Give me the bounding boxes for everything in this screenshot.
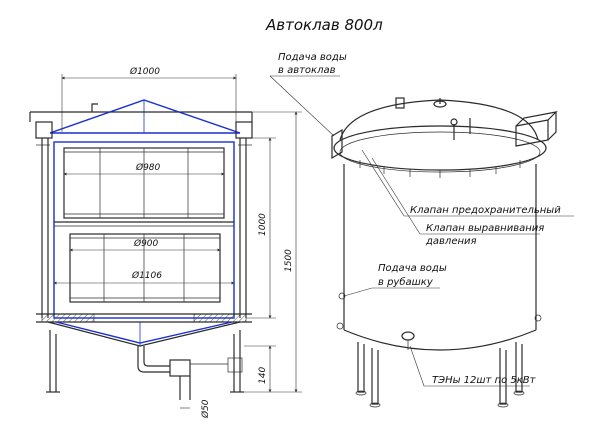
dim-height-body: 1000 xyxy=(258,213,268,236)
label-heaters: ТЭНы 12шт по 5кВт xyxy=(432,375,537,386)
dim-pipe-diameter: Ø50 xyxy=(200,399,211,419)
annotations: Подача воды в автоклав Клапан предохрани… xyxy=(269,52,574,387)
label-water-supply-autoclave-2: в автоклав xyxy=(278,65,336,76)
dim-basket-diameter-upper: Ø980 xyxy=(135,162,161,173)
label-safety-valve: Клапан предохранительный xyxy=(410,205,561,216)
dim-height-total: 1500 xyxy=(284,249,294,272)
drawing-title: Автоклав 800л xyxy=(265,16,383,34)
label-water-supply-autoclave-1: Подача воды xyxy=(278,52,347,63)
label-water-supply-jacket-1: Подача воды xyxy=(378,263,447,274)
dim-basket-diameter-lower: Ø900 xyxy=(133,238,159,249)
label-pressure-valve-1: Клапан выравнивания xyxy=(426,223,544,234)
dim-jacket-diameter: Ø1106 xyxy=(131,270,162,281)
dim-outer-diameter: Ø1000 xyxy=(129,66,160,77)
dim-leg-height: 140 xyxy=(258,367,268,384)
label-water-supply-jacket-2: в рубашку xyxy=(378,276,434,288)
section-view: Ø1000 Ø980 xyxy=(29,66,302,419)
perspective-view xyxy=(331,97,558,408)
label-pressure-valve-2: давления xyxy=(425,236,477,247)
